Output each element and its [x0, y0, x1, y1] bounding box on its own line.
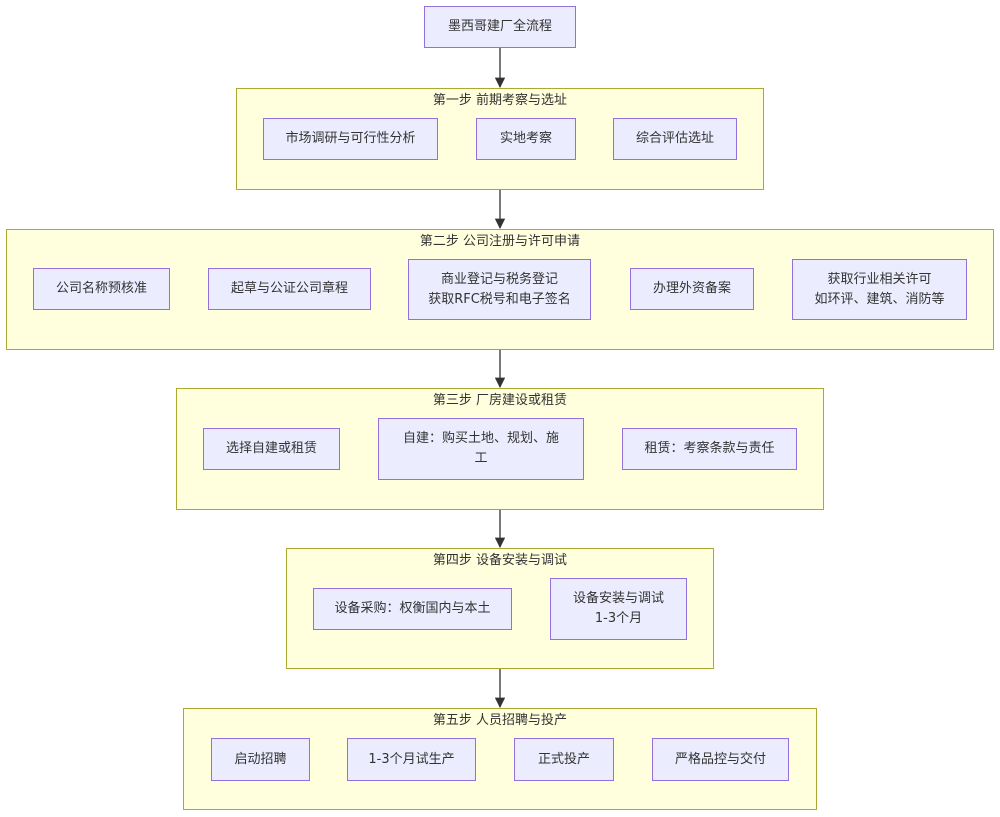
step-3-title: 第三步 厂房建设或租赁	[432, 393, 568, 408]
node-label: 租赁：考察条款与责任	[644, 441, 775, 456]
node-label-line-2: 1-3个月	[594, 611, 643, 626]
node-label: 办理外资备案	[652, 281, 731, 296]
step-3-lease-node: 租赁：考察条款与责任	[622, 428, 797, 470]
step-2-articles-node: 起草与公证公司章程	[208, 268, 371, 310]
node-label: 正式投产	[537, 751, 590, 767]
step-4-installation-node: 设备安装与调试 1-3个月	[550, 578, 687, 640]
step-1-site-visit-node: 实地考察	[476, 118, 576, 160]
step-2-foreign-investment-node: 办理外资备案	[630, 268, 754, 310]
step-2-industry-permits-node: 获取行业相关许可 如环评、建筑、消防等	[792, 259, 967, 320]
node-label-line-2: 获取RFC税号和电子签名	[428, 291, 571, 307]
node-label-line-1: 设备安装与调试	[572, 591, 664, 606]
node-label-line-1: 商业登记与税务登记	[440, 271, 558, 287]
step-5-title: 第五步 人员招聘与投产	[432, 713, 568, 728]
step-5-recruitment-node: 启动招聘	[211, 738, 310, 781]
step-1-market-research-node: 市场调研与可行性分析	[263, 118, 438, 160]
node-label: 严格品控与交付	[674, 751, 766, 767]
step-1-site-selection-node: 综合评估选址	[613, 118, 737, 160]
root-node-label: 墨西哥建厂全流程	[447, 19, 552, 34]
node-label: 设备采购：权衡国内与本土	[334, 601, 491, 616]
step-3-build-or-lease-node: 选择自建或租赁	[203, 428, 340, 470]
node-label: 公司名称预核准	[55, 281, 147, 296]
step-2-title: 第二步 公司注册与许可申请	[419, 234, 581, 249]
node-label-line-1: 获取行业相关许可	[827, 271, 932, 287]
node-label: 1-3个月试生产	[368, 751, 455, 767]
node-label-line-1: 自建：购买土地、规划、施	[402, 431, 559, 446]
node-label: 选择自建或租赁	[225, 441, 317, 456]
step-4-procurement-node: 设备采购：权衡国内与本土	[313, 588, 512, 630]
step-2-registration-node: 商业登记与税务登记 获取RFC税号和电子签名	[408, 259, 591, 320]
step-5-trial-production-node: 1-3个月试生产	[347, 738, 476, 781]
step-5-quality-delivery-node: 严格品控与交付	[652, 738, 789, 781]
step-2-name-approval-node: 公司名称预核准	[33, 268, 170, 310]
node-label-line-2: 工	[474, 451, 488, 466]
node-label: 实地考察	[499, 131, 552, 146]
step-3-self-build-node: 自建：购买土地、规划、施 工	[378, 418, 584, 480]
step-5-production-node: 正式投产	[514, 738, 614, 781]
node-label-line-2: 如环评、建筑、消防等	[814, 291, 945, 307]
node-label: 综合评估选址	[635, 131, 714, 146]
node-label: 启动招聘	[234, 751, 287, 767]
step-1-title: 第一步 前期考察与选址	[432, 93, 568, 108]
node-label: 市场调研与可行性分析	[285, 131, 416, 146]
node-label: 起草与公证公司章程	[230, 281, 348, 296]
step-4-title: 第四步 设备安装与调试	[432, 553, 568, 568]
root-node: 墨西哥建厂全流程	[424, 6, 576, 48]
